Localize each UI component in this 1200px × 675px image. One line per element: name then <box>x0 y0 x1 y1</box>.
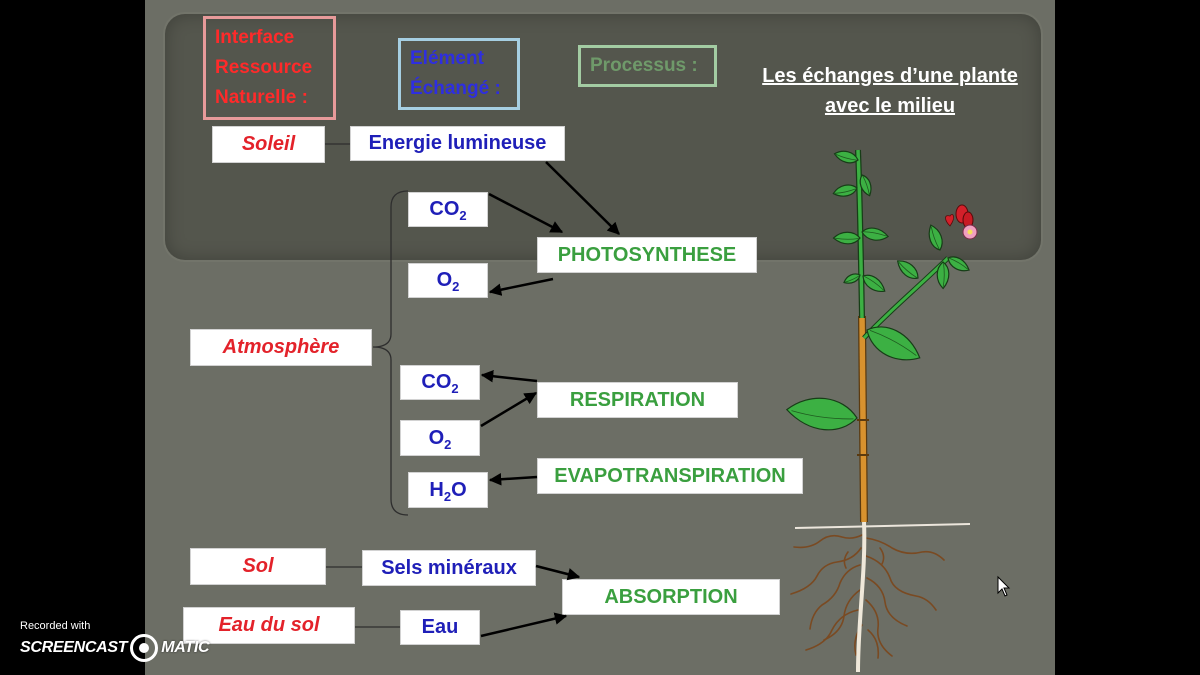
element-label: Sels minéraux <box>381 556 517 579</box>
process-label: ABSORPTION <box>604 585 738 608</box>
resource-label: Atmosphère <box>222 336 340 358</box>
element-box-minerals: Sels minéraux <box>362 550 536 586</box>
process-box-absorption: ABSORPTION <box>562 579 780 615</box>
watermark-brand-right: MATIC <box>161 639 210 656</box>
legend-line: Naturelle : <box>215 87 308 108</box>
resource-label: Soleil <box>241 133 296 155</box>
resource-box-atmosphere: Atmosphère <box>190 329 372 366</box>
formula-subscript: 2 <box>459 208 467 223</box>
formula-subscript: 2 <box>444 436 452 452</box>
process-box-evapotranspiration: EVAPOTRANSPIRATION <box>537 458 803 494</box>
process-box-respiration: RESPIRATION <box>537 382 738 418</box>
element-label: Energie lumineuse <box>368 132 547 154</box>
legend-line: Ressource <box>215 57 313 78</box>
resource-box-sun: Soleil <box>212 126 325 163</box>
legend-exchanged-element: Elément Échangé : <box>398 38 520 110</box>
legend-process: Processus : <box>578 45 717 87</box>
resource-box-soil: Sol <box>190 548 326 585</box>
formula-base: O <box>428 426 445 449</box>
resource-label: Eau du sol <box>218 614 320 636</box>
slide-title-line: avec le milieu <box>824 95 956 117</box>
legend-line: Processus : <box>590 55 698 76</box>
record-circle-icon <box>130 634 159 662</box>
formula-subscript: 2 <box>452 279 460 294</box>
legend-resource-interface: Interface Ressource Naturelle : <box>203 16 336 120</box>
process-box-photosynthesis: PHOTOSYNTHESE <box>537 237 757 273</box>
formula-subscript: 2 <box>451 381 459 396</box>
resource-box-soil-water: Eau du sol <box>183 607 355 644</box>
formula-subscript: 2 <box>443 488 452 504</box>
watermark-caption: Recorded with <box>20 620 91 632</box>
process-label: RESPIRATION <box>569 388 706 411</box>
formula-tail: O <box>451 478 467 501</box>
screencast-watermark: Recorded with SCREENCAST MATIC <box>20 619 210 662</box>
legend-line: Échangé : <box>410 78 501 99</box>
slide-title-line: Les échanges d’une plante <box>762 65 1018 87</box>
legend-line: Elément <box>410 48 484 69</box>
watermark-brand: SCREENCAST MATIC <box>20 634 210 662</box>
process-label: EVAPOTRANSPIRATION <box>554 464 786 487</box>
element-box-light-energy: Energie lumineuse <box>350 126 565 161</box>
slide-title: Les échanges d’une plante avec le milieu <box>740 61 1040 121</box>
process-label: PHOTOSYNTHESE <box>557 243 737 266</box>
formula-base: H <box>429 478 444 501</box>
element-box-water: Eau <box>400 610 480 645</box>
element-label: Eau <box>421 616 459 638</box>
watermark-brand-left: SCREENCAST <box>20 639 128 656</box>
legend-line: Interface <box>215 27 295 48</box>
formula-base: CO <box>429 198 460 220</box>
formula-base: CO <box>421 371 452 393</box>
formula-base: O <box>436 269 453 291</box>
resource-label: Sol <box>242 555 274 577</box>
